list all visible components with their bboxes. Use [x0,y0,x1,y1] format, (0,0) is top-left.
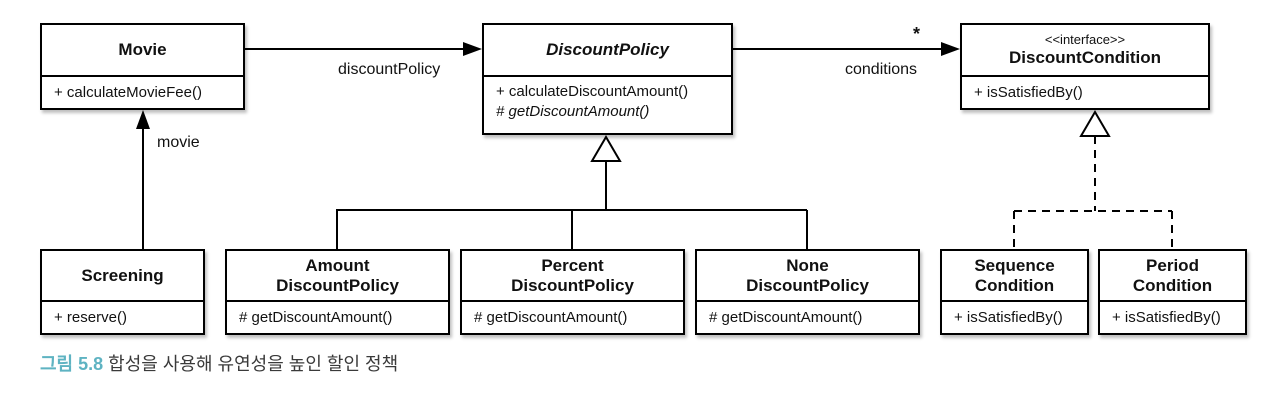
method-get-discount-amount: # getDiscountAmount() [239,308,393,326]
method-calculate-movie-fee: + calculateMovieFee() [54,83,202,101]
class-discountpolicy-title: DiscountPolicy [484,25,731,77]
class-nonediscountpolicy-name-line1: None [786,255,829,275]
arrowhead-icon [136,110,150,129]
association-label-discountpolicy: discountPolicy [338,61,441,78]
class-periodcondition-methods: + isSatisfiedBy() [1100,302,1245,333]
method-is-satisfied-by: + isSatisfiedBy() [1112,308,1221,326]
method-get-discount-amount: # getDiscountAmount() [474,308,628,326]
class-amountdiscountpolicy-name-line1: Amount [305,255,370,275]
realization-triangle-icon [1079,110,1111,137]
class-movie-methods: + calculateMovieFee() [42,77,243,108]
class-periodcondition: Period Condition + isSatisfiedBy() [1098,249,1247,335]
figure-caption-number: 그림 5.8 [40,354,104,374]
class-periodcondition-name-line2: Condition [1132,275,1213,295]
class-sequencecondition-name-line2: Condition [974,275,1055,295]
class-amountdiscountpolicy-name-line2: DiscountPolicy [276,275,399,295]
association-discountpolicy-discountcondition [733,42,960,56]
method-is-satisfied-by: + isSatisfiedBy() [974,83,1083,101]
realization-tree-discountcondition [1013,110,1173,249]
class-percentdiscountpolicy: Percent DiscountPolicy # getDiscountAmou… [460,249,685,335]
figure-caption-text: 합성을 사용해 유연성을 높인 할인 정책 [108,354,399,374]
arrowhead-icon [463,42,482,56]
class-screening-title: Screening [42,251,203,302]
class-discountcondition-stereotype: <<interface>> [1044,32,1126,47]
class-percentdiscountpolicy-methods: # getDiscountAmount() [462,302,683,333]
class-discountpolicy-name: DiscountPolicy [546,40,669,59]
class-percentdiscountpolicy-name-line2: DiscountPolicy [511,275,634,295]
class-sequencecondition-methods: + isSatisfiedBy() [942,302,1087,333]
class-amountdiscountpolicy-methods: # getDiscountAmount() [227,302,448,333]
multiplicity-star: * [913,24,921,44]
class-percentdiscountpolicy-name-line1: Percent [541,255,604,275]
association-label-movie: movie [157,134,200,151]
figure-caption: 그림 5.8 합성을 사용해 유연성을 높인 할인 정책 [40,352,398,376]
class-movie-name: Movie [118,40,167,59]
class-discountcondition-name: DiscountCondition [1008,48,1162,67]
class-discountcondition-methods: + isSatisfiedBy() [962,77,1208,108]
class-nonediscountpolicy-name-line2: DiscountPolicy [746,275,869,295]
class-discountcondition-title: <<interface>> DiscountCondition [962,25,1208,77]
class-amountdiscountpolicy-title: Amount DiscountPolicy [227,251,448,302]
class-percentdiscountpolicy-title: Percent DiscountPolicy [462,251,683,302]
class-periodcondition-name-line1: Period [1146,255,1199,275]
generalization-triangle-icon [590,135,622,162]
class-movie-title: Movie [42,25,243,77]
class-nonediscountpolicy: None DiscountPolicy # getDiscountAmount(… [695,249,920,335]
association-label-conditions: conditions [845,61,918,78]
generalization-tree-discountpolicy [336,135,808,249]
class-screening: Screening + reserve() [40,249,205,335]
class-sequencecondition-title: Sequence Condition [942,251,1087,302]
class-discountcondition: <<interface>> DiscountCondition + isSati… [960,23,1210,110]
class-screening-methods: + reserve() [42,302,203,333]
association-screening-movie [136,110,150,249]
class-discountpolicy-methods: + calculateDiscountAmount() # getDiscoun… [484,77,731,133]
method-get-discount-amount-abstract: # getDiscountAmount() [496,103,650,120]
method-get-discount-amount: # getDiscountAmount() [709,308,863,326]
class-discountpolicy: DiscountPolicy + calculateDiscountAmount… [482,23,733,135]
arrowhead-icon [941,42,960,56]
class-periodcondition-title: Period Condition [1100,251,1245,302]
class-sequencecondition-name-line1: Sequence [974,255,1055,275]
method-reserve: + reserve() [54,308,127,326]
class-amountdiscountpolicy: Amount DiscountPolicy # getDiscountAmoun… [225,249,450,335]
method-is-satisfied-by: + isSatisfiedBy() [954,308,1063,326]
method-calculate-discount-amount: + calculateDiscountAmount() [496,83,689,100]
association-movie-discountpolicy [245,42,482,56]
class-nonediscountpolicy-methods: # getDiscountAmount() [697,302,918,333]
class-movie: Movie + calculateMovieFee() [40,23,245,110]
class-sequencecondition: Sequence Condition + isSatisfiedBy() [940,249,1089,335]
class-nonediscountpolicy-title: None DiscountPolicy [697,251,918,302]
class-screening-name: Screening [81,265,164,285]
